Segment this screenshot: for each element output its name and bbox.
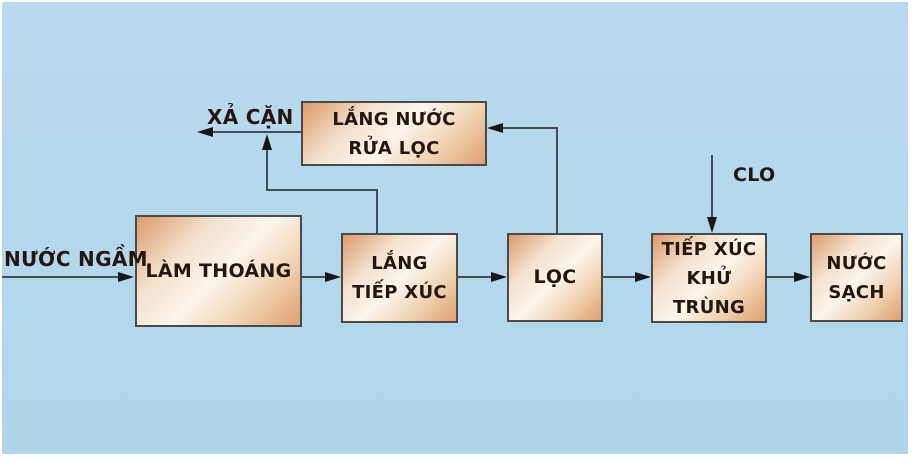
node-label-line: TIẾP XÚC bbox=[661, 238, 757, 260]
node-label-line: TIẾP XÚC bbox=[352, 282, 447, 303]
node-tiep-xuc-khu-trung: TIẾP XÚC KHỬ TRÙNG bbox=[651, 233, 767, 323]
node-label-line: LẮNG bbox=[371, 253, 428, 274]
arrowhead-loc-icon bbox=[491, 272, 507, 282]
line-chlorine-feed bbox=[711, 155, 713, 219]
arrowhead-langtiepxuc-icon bbox=[325, 272, 341, 282]
node-nuoc-sach: NƯỚC SẠCH bbox=[810, 233, 903, 322]
arrowhead-chlorine-icon bbox=[707, 217, 717, 233]
node-label-line: SẠCH bbox=[828, 281, 885, 303]
line-langtiepxuc-sludge-up bbox=[376, 190, 378, 234]
node-label-line: NƯỚC bbox=[826, 252, 887, 274]
arrow-line-input bbox=[2, 276, 119, 278]
arrowhead-sludge-join-icon bbox=[262, 134, 272, 150]
line-discharge bbox=[213, 131, 301, 133]
label-sludge-discharge: XẢ CẶN bbox=[207, 105, 294, 129]
node-lam-thoang: LÀM THOÁNG bbox=[135, 215, 302, 327]
line-sludge-elbow bbox=[266, 189, 378, 191]
label-chlorine: CLO bbox=[733, 164, 776, 186]
node-label-line: LẮNG NƯỚC bbox=[332, 108, 456, 130]
line-backwash-to-settler bbox=[503, 127, 558, 129]
node-loc: LỌC bbox=[507, 233, 603, 322]
node-label-line: LÀM THOÁNG bbox=[145, 259, 292, 282]
node-label-line: LỌC bbox=[533, 266, 577, 288]
node-label-line: RỬA LỌC bbox=[348, 137, 440, 159]
arrow-line-tiepxuckhutrung-nuocsach bbox=[767, 276, 797, 278]
node-label-line: KHỬ TRÙNG bbox=[672, 267, 746, 318]
arrowhead-settler-icon bbox=[487, 123, 503, 133]
node-lang-tiep-xuc: LẮNG TIẾP XÚC bbox=[341, 233, 458, 323]
arrowhead-input-icon bbox=[118, 272, 134, 282]
arrow-line-loc-tiepxuckhutrung bbox=[603, 276, 637, 278]
arrow-line-langtiepxuc-loc bbox=[458, 276, 494, 278]
arrowhead-nuocsach-icon bbox=[794, 272, 810, 282]
arrow-line-lamthoang-langtiepxuc bbox=[302, 276, 330, 278]
label-input-water: NƯỚC NGẦM bbox=[4, 247, 148, 271]
arrowhead-discharge-icon bbox=[197, 127, 213, 137]
arrowhead-tiepxuckhutrung-icon bbox=[635, 272, 651, 282]
line-sludge-join-up bbox=[266, 146, 268, 190]
line-loc-backwash-up bbox=[556, 128, 558, 233]
node-lang-nuoc-rua-loc: LẮNG NƯỚC RỬA LỌC bbox=[301, 101, 487, 166]
